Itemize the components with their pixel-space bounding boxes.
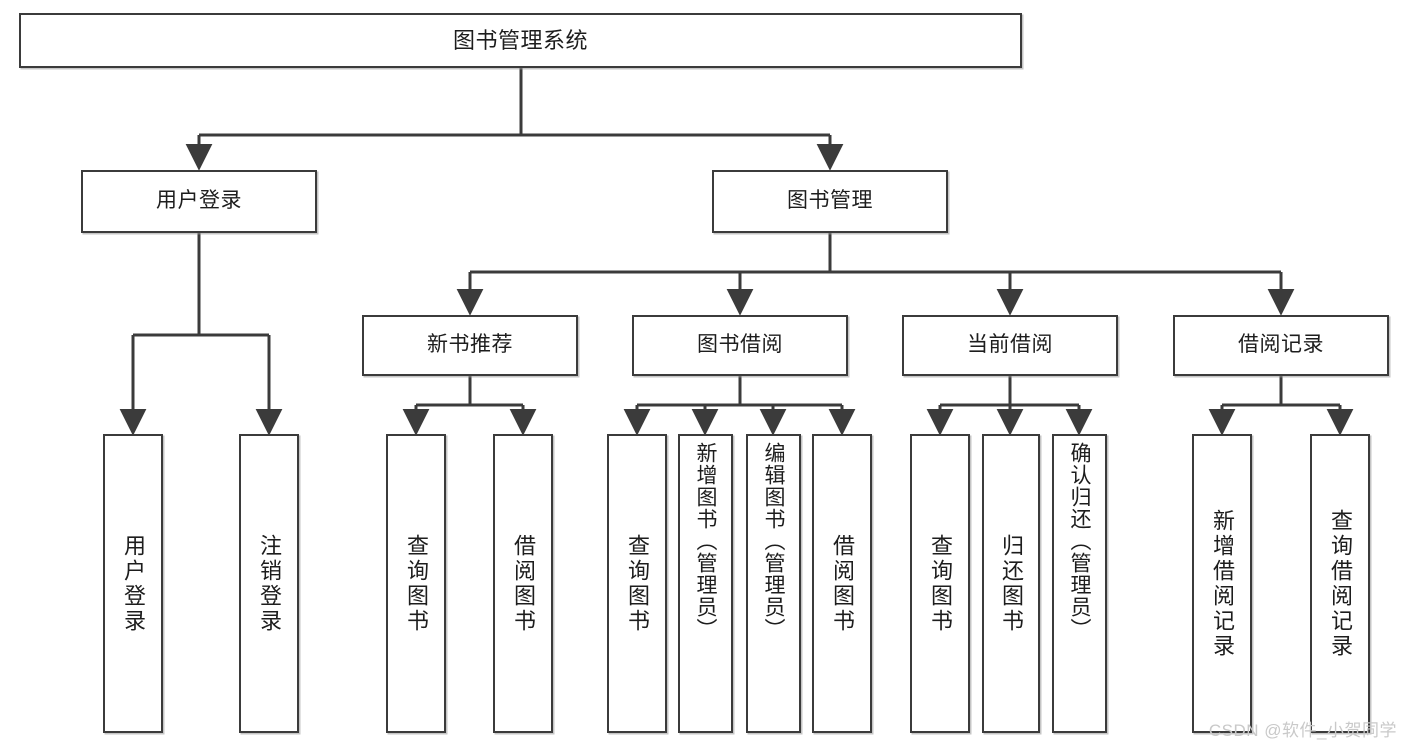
leaf-user-login[interactable]: 用户登录 [103, 434, 163, 733]
node-new-book-recommendation[interactable]: 新书推荐 [362, 315, 578, 376]
leaf-borrow-book-new[interactable]: 借阅图书 [493, 434, 553, 733]
leaf-logout[interactable]: 注销登录 [239, 434, 299, 733]
node-label: 当前借阅 [967, 333, 1053, 357]
csdn-watermark: CSDN @软件_小贺同学 [1208, 721, 1397, 740]
node-label: 查询图书 [928, 533, 953, 634]
node-label: 查询图书 [404, 533, 429, 634]
node-label: 借阅图书 [830, 533, 855, 634]
node-root-book-management-system[interactable]: 图书管理系统 [19, 13, 1022, 68]
node-current-borrowing[interactable]: 当前借阅 [902, 315, 1118, 376]
node-label: 归还图书 [999, 533, 1024, 634]
node-label: 查询借阅记录 [1328, 508, 1353, 659]
leaf-borrow-book[interactable]: 借阅图书 [812, 434, 872, 733]
node-label: 新书推荐 [427, 333, 513, 357]
node-label: 新增借阅记录 [1210, 508, 1235, 659]
node-label: 查询图书 [625, 533, 650, 634]
node-label: 新增图书（管理员） [694, 442, 717, 640]
node-label: 图书借阅 [697, 333, 783, 357]
node-label: 确认归还（管理员） [1068, 442, 1091, 640]
node-label: 图书管理系统 [452, 27, 588, 53]
leaf-query-borrow-record[interactable]: 查询借阅记录 [1310, 434, 1370, 733]
node-label: 注销登录 [257, 533, 282, 634]
leaf-return-book[interactable]: 归还图书 [982, 434, 1040, 733]
leaf-query-book-current[interactable]: 查询图书 [910, 434, 970, 733]
node-label: 借阅记录 [1238, 333, 1324, 357]
leaf-edit-book-admin[interactable]: 编辑图书（管理员） [746, 434, 801, 733]
leaf-add-book-admin[interactable]: 新增图书（管理员） [678, 434, 733, 733]
node-book-management[interactable]: 图书管理 [712, 170, 948, 233]
node-label: 图书管理 [787, 189, 873, 213]
leaf-confirm-return-admin[interactable]: 确认归还（管理员） [1052, 434, 1107, 733]
node-user-login[interactable]: 用户登录 [81, 170, 317, 233]
node-label: 编辑图书（管理员） [762, 442, 785, 640]
leaf-query-book-borrow[interactable]: 查询图书 [607, 434, 667, 733]
node-book-borrowing[interactable]: 图书借阅 [632, 315, 848, 376]
node-label: 用户登录 [156, 189, 242, 213]
node-label: 用户登录 [121, 533, 146, 634]
leaf-query-book-new[interactable]: 查询图书 [386, 434, 446, 733]
leaf-add-borrow-record[interactable]: 新增借阅记录 [1192, 434, 1252, 733]
node-borrowing-record[interactable]: 借阅记录 [1173, 315, 1389, 376]
node-label: 借阅图书 [511, 533, 536, 634]
